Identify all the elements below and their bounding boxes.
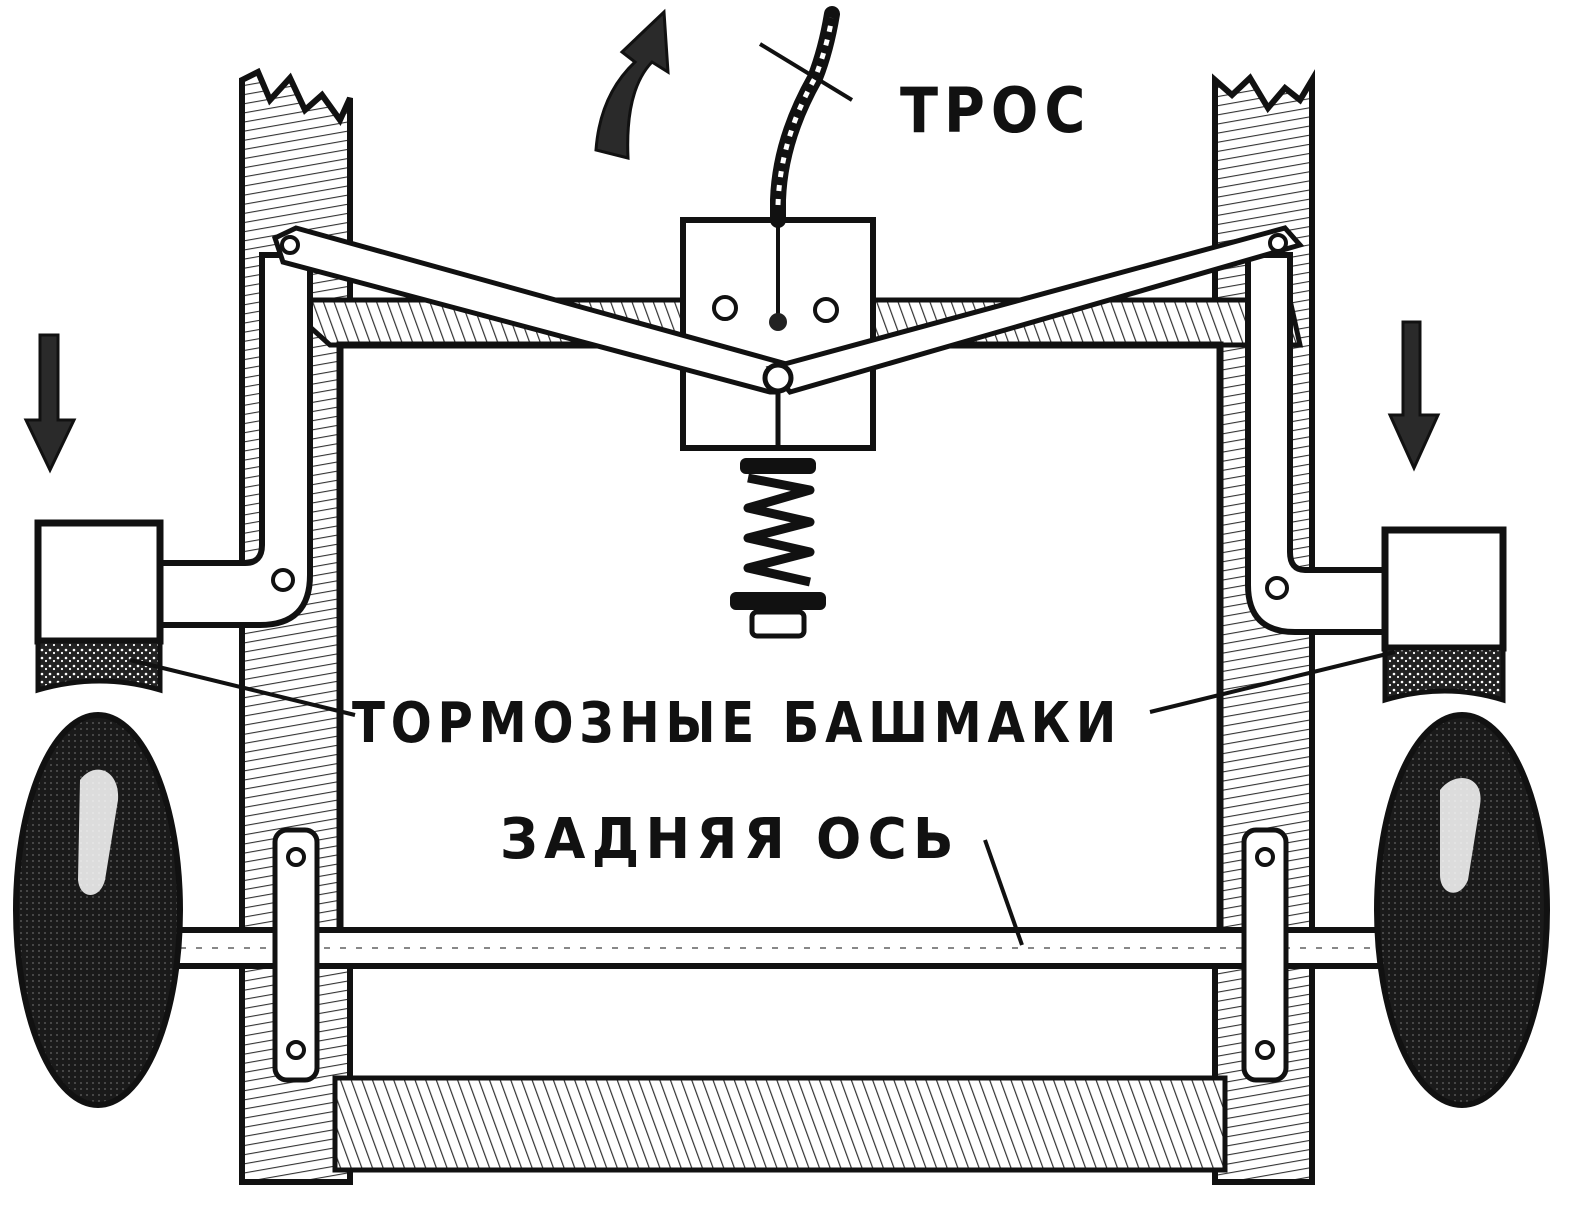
bottom-crossbar — [332, 1075, 1228, 1173]
arrow-down-icon — [1387, 320, 1441, 472]
arrow-down-icon — [23, 333, 77, 474]
left-wheel — [13, 712, 183, 1108]
left-brake-shoe — [34, 519, 164, 694]
cable — [758, 6, 854, 228]
rear-axle — [167, 927, 1398, 969]
right-wheel — [1374, 712, 1550, 1108]
rear-axle-label: ЗАДНЯЯ ОСЬ — [500, 807, 960, 872]
right-brake-shoe — [1381, 526, 1507, 704]
right-axle-bracket — [1241, 827, 1289, 1083]
linkage-pivot — [762, 362, 794, 394]
leader-lines — [129, 650, 1396, 946]
left-axle-bracket — [272, 827, 320, 1083]
right-linkage-lever — [765, 225, 1305, 395]
return-spring — [730, 392, 826, 639]
left-brake-arm — [157, 252, 313, 628]
right-brake-arm — [1245, 252, 1388, 635]
cable-label: ТРОС — [900, 74, 1091, 147]
brake-shoes-label: ТОРМОЗНЫЕ БАШМАКИ — [352, 691, 1122, 756]
arrow-up-right-icon — [594, 8, 670, 160]
